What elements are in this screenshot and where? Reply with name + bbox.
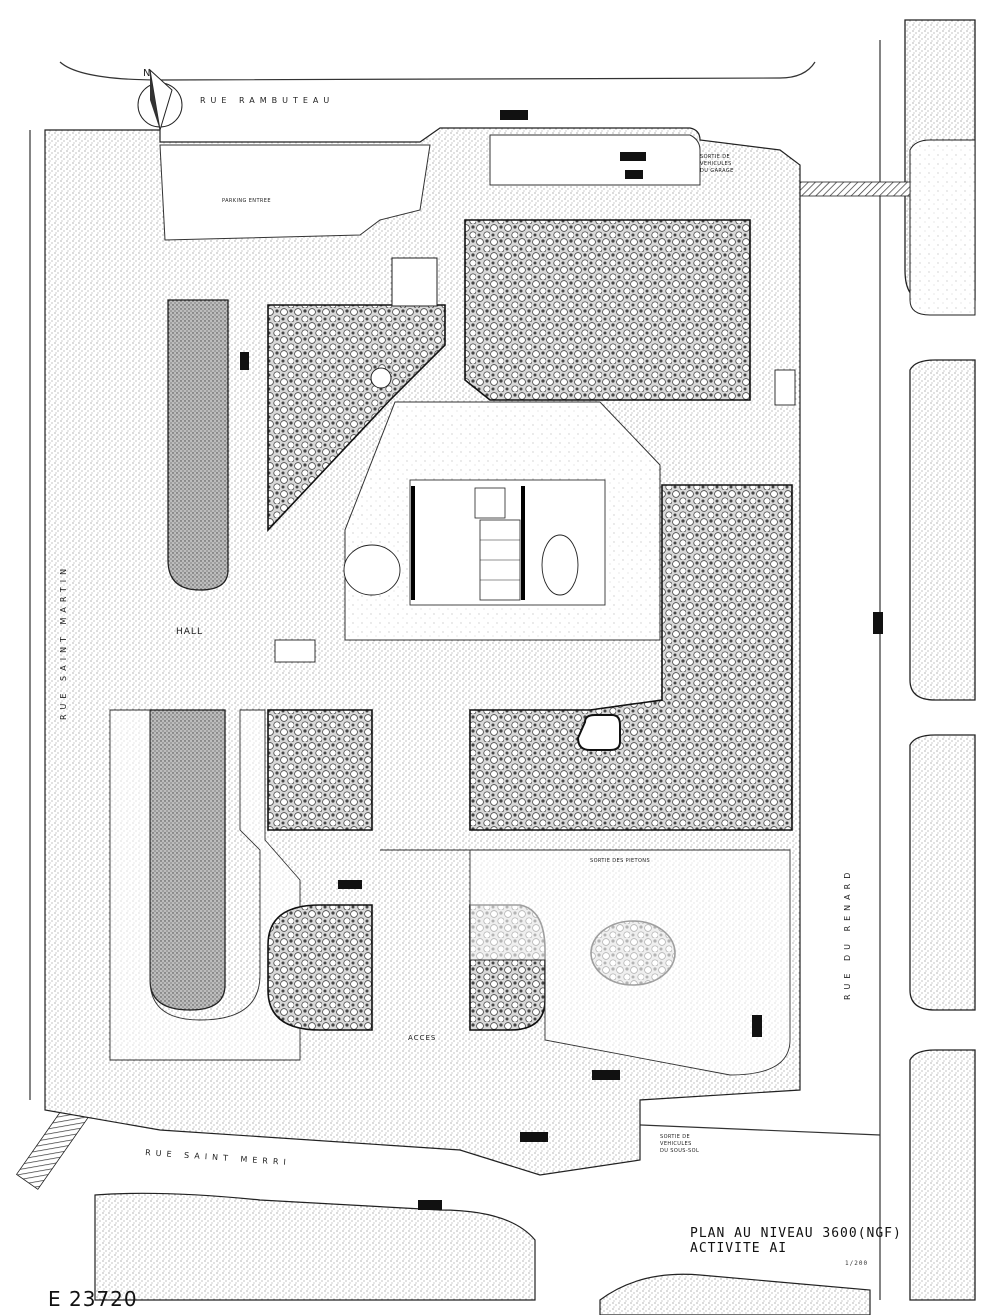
archive-reference: E 23720 (48, 1287, 138, 1311)
street-saint-merri: RUE SAINT MERRI (145, 1148, 291, 1167)
garden-east (469, 484, 793, 831)
round-room-east (541, 534, 579, 596)
label-parking-entree: PARKING ENTREE (222, 198, 271, 204)
east-crosswalk-north (799, 181, 911, 197)
label-hall: HALL (176, 627, 203, 637)
garden-round-west (267, 904, 373, 1031)
label-sortie-rambuteau-2: VEHICULES (700, 161, 732, 167)
label-sortie-rambuteau-1: SORTIE DE (700, 154, 730, 160)
east-blocks (799, 19, 976, 1301)
plan-title-line2: ACTIVITE AI (690, 1241, 787, 1256)
garden-north-east (464, 219, 751, 401)
street-rambuteau: RUE RAMBUTEAU (200, 96, 334, 105)
rue-rambuteau-curb-north (59, 61, 816, 81)
sign-boxes (240, 110, 883, 1210)
north-arrow-icon: N (137, 68, 183, 131)
label-acces: ACCES (408, 1034, 436, 1042)
label-sortie-pietons: SORTIE DES PIETONS (590, 858, 650, 864)
label-sortie-saint-merri-2: VEHICULES (660, 1141, 692, 1147)
central-building (343, 401, 661, 641)
label-sortie-saint-merri-3: DU SOUS-SOL (660, 1148, 699, 1154)
stair-block (474, 487, 506, 519)
west-ramp-south (149, 709, 226, 1011)
plan-title-line1: PLAN AU NIVEAU 3600(NGF) (690, 1226, 902, 1241)
south-block (94, 1192, 536, 1301)
hall-kiosk (274, 639, 316, 663)
south-service-road (380, 849, 791, 1076)
street-saint-martin: RUE SAINT MARTIN (59, 564, 68, 720)
parking-lane (159, 144, 431, 241)
plan-scale: 1/200 (845, 1260, 868, 1267)
south-road-loop (109, 709, 301, 1061)
east-block-5 (909, 1049, 976, 1301)
east-block-2 (909, 139, 976, 316)
svg-text:N: N (143, 68, 150, 79)
label-sortie-saint-merri-1: SORTIE DE (660, 1134, 690, 1140)
north-vent (370, 367, 392, 389)
east-block-4 (909, 734, 976, 1011)
street-renard: RUE DU RENARD (843, 868, 852, 1000)
east-block-3 (909, 359, 976, 701)
east-access (774, 369, 796, 406)
east-ramp-loop (576, 714, 621, 751)
south-east-block (599, 1273, 871, 1315)
garden-south-west (267, 709, 373, 831)
round-room-west (343, 544, 401, 596)
rambuteau-service-road (489, 134, 701, 186)
label-sortie-rambuteau-3: DU GARAGE (700, 168, 734, 174)
west-ramp-north (167, 299, 229, 591)
north-kiosk (391, 257, 438, 307)
